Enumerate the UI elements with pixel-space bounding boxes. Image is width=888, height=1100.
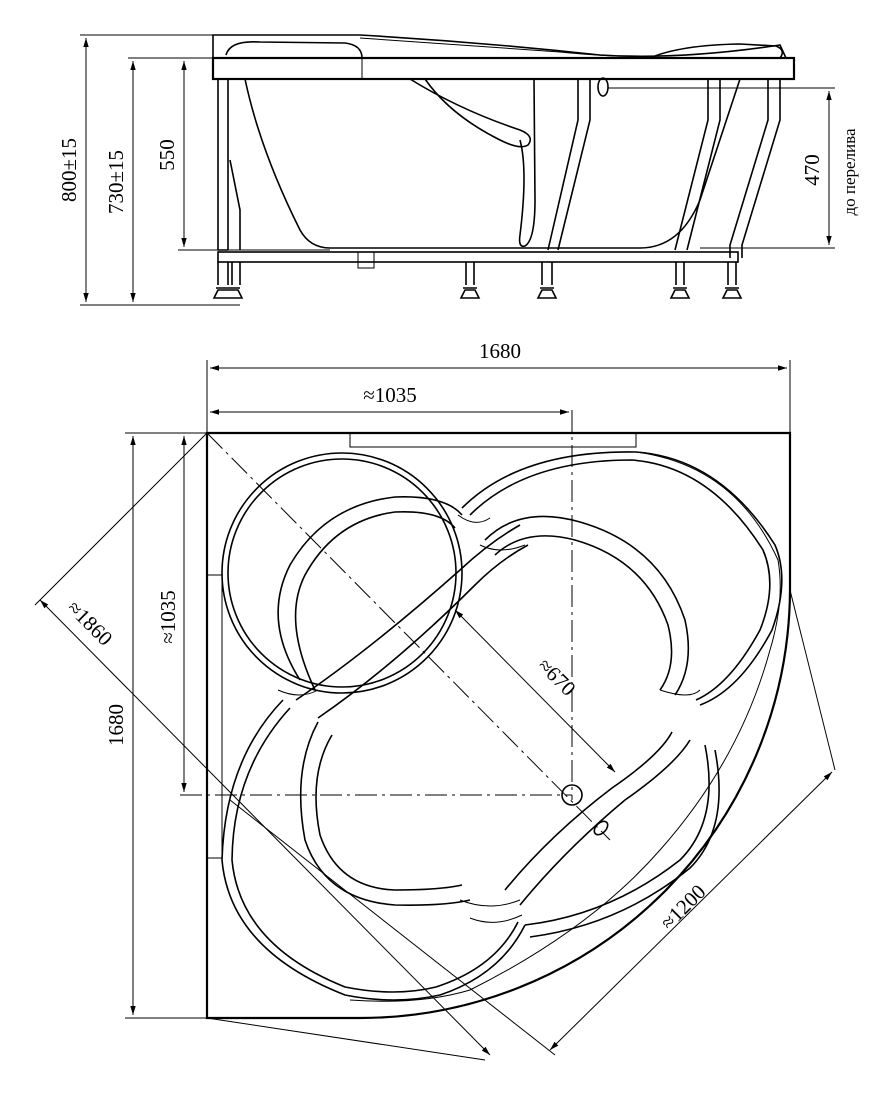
- dim-rim-height: 730±15: [104, 150, 128, 214]
- overflow-fitting: [597, 77, 609, 97]
- seat-contour: [409, 78, 531, 148]
- overflow-drain: [593, 820, 609, 836]
- dim-total-height: 800±15: [57, 138, 81, 202]
- dim-line-front-width: [549, 771, 833, 1051]
- dim-line-inner-diagonal: [454, 609, 616, 773]
- dim-half-width: ≈1035: [363, 383, 417, 407]
- dim-diagonal: ≈1860: [63, 596, 118, 651]
- side-view: 800±15 730±15 550 470 до перелива: [57, 34, 859, 306]
- outer-clover: [221, 451, 783, 1002]
- overflow-note: до перелива: [840, 128, 859, 215]
- dim-inner-diagonal: ≈670: [533, 653, 580, 700]
- dim-overflow-depth: 470: [800, 154, 824, 186]
- left-headrest: [225, 40, 363, 59]
- bathtub-body: [244, 78, 741, 249]
- support-frame: [212, 79, 781, 299]
- dim-height: 1680: [104, 704, 128, 746]
- top-view: 1680 ≈1035 1680 ≈1035 ≈1860 ≈670 ≈1200: [34, 339, 836, 1061]
- dim-depth: 550: [155, 139, 179, 171]
- backrest-curve: [359, 37, 661, 57]
- seat-side: [518, 78, 536, 248]
- inner-clover: [277, 496, 701, 923]
- right-headrest: [649, 43, 784, 59]
- dim-width: 1680: [479, 339, 521, 363]
- dim-line-diagonal: [39, 599, 491, 1056]
- dim-half-height: ≈1035: [156, 590, 180, 644]
- bathtub-rim: [211, 56, 796, 81]
